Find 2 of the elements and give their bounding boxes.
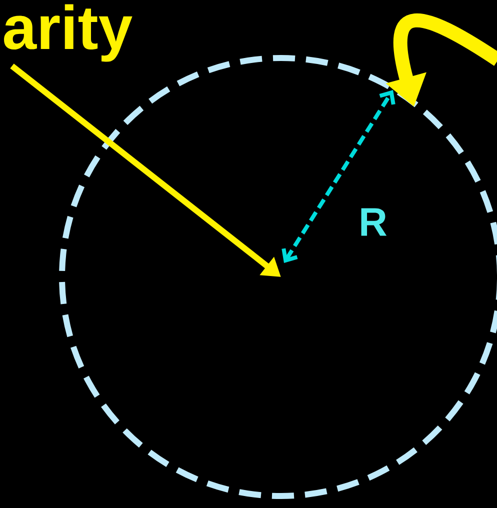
heading-text: arity	[4, 4, 132, 62]
dimension-label: R	[361, 208, 387, 236]
